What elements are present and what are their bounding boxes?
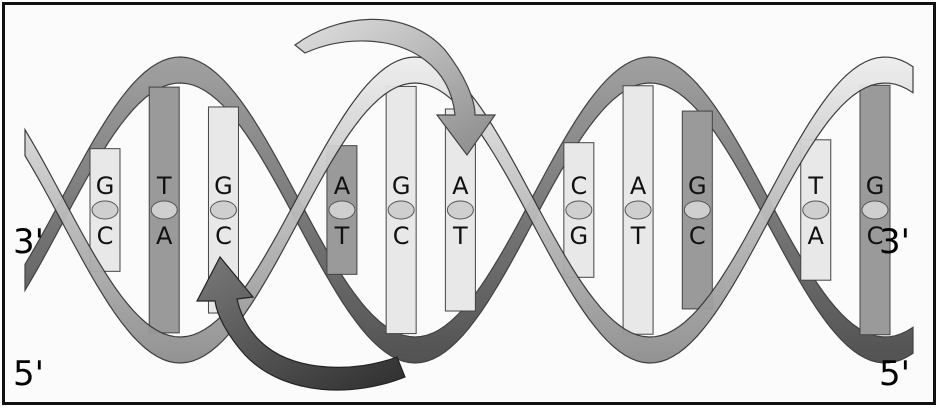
base-letter-top: C xyxy=(570,172,587,200)
label-5prime-left: 5' xyxy=(13,357,44,391)
base-letter-top: G xyxy=(96,172,115,200)
base-letter-bottom: C xyxy=(215,222,232,250)
label-5prime-right: 5' xyxy=(879,357,910,391)
base-pair-bond xyxy=(92,201,118,219)
base-letter-top: A xyxy=(630,172,647,200)
base-letter-top: G xyxy=(392,172,411,200)
base-letter-bottom: G xyxy=(570,222,589,250)
base-letter-bottom: A xyxy=(156,222,173,250)
base-letter-bottom: T xyxy=(334,222,350,250)
base-pair-bond xyxy=(447,201,473,219)
base-letter-top: A xyxy=(452,172,469,200)
base-pair-bond xyxy=(625,201,651,219)
base-letter-top: G xyxy=(688,172,707,200)
base-letter-bottom: T xyxy=(630,222,646,250)
base-pair-bond xyxy=(862,201,888,219)
base-letter-bottom: C xyxy=(393,222,410,250)
base-pair-bond xyxy=(684,201,710,219)
base-letter-top: G xyxy=(866,172,885,200)
label-3prime-right: 3' xyxy=(879,225,910,259)
base-letter-top: T xyxy=(156,172,172,200)
base-letter-top: G xyxy=(214,172,233,200)
base-pair-bond xyxy=(566,201,592,219)
base-letter-top: A xyxy=(334,172,351,200)
base-letter-top: T xyxy=(807,172,823,200)
base-letter-bottom: T xyxy=(452,222,468,250)
base-letter-bottom: A xyxy=(808,222,825,250)
base-pair-bond xyxy=(329,201,355,219)
base-pair-bond xyxy=(210,201,236,219)
base-pair-bond xyxy=(151,201,177,219)
base-letter-bottom: C xyxy=(97,222,114,250)
base-pair-bond xyxy=(388,201,414,219)
base-letter-bottom: C xyxy=(689,222,706,250)
label-3prime-left: 3' xyxy=(13,225,44,259)
base-pair-bond xyxy=(803,201,829,219)
